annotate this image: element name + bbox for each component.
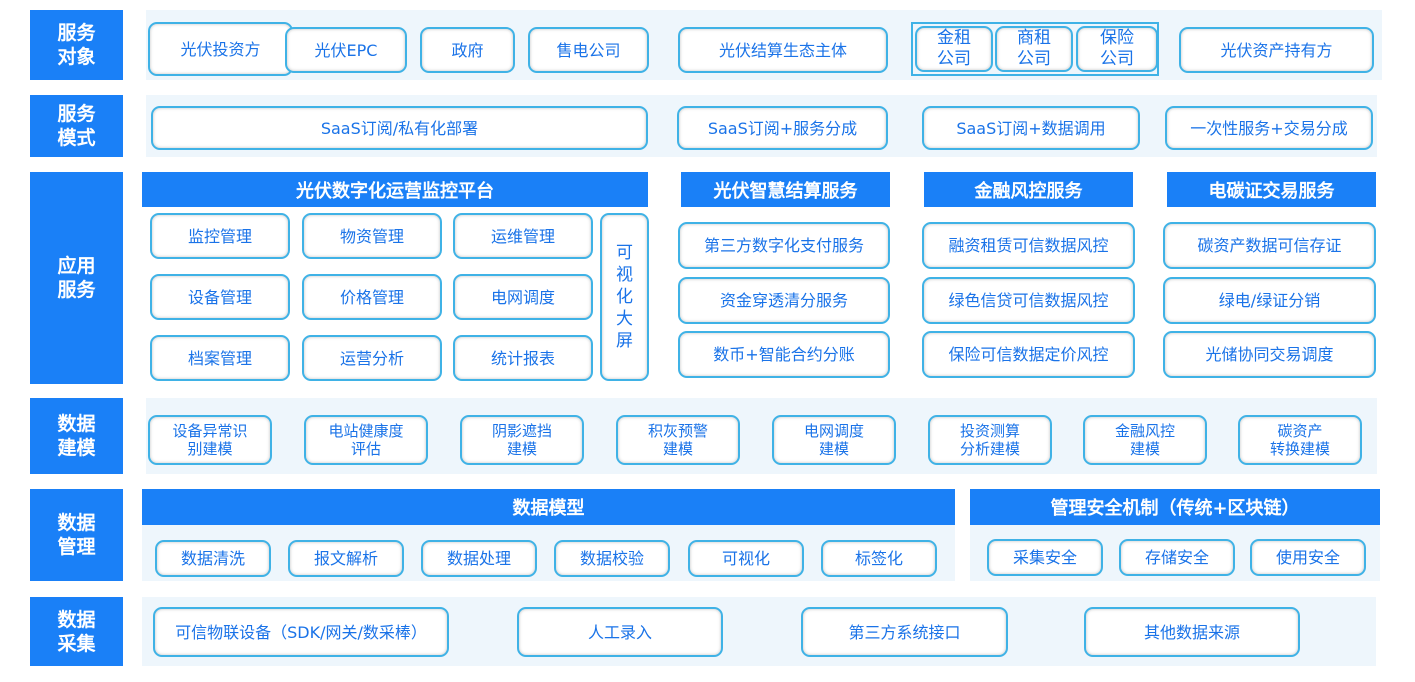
data-modeling-item: 阴影遮挡 建模	[460, 415, 584, 465]
data-modeling-item: 设备异常识 别建模	[148, 415, 272, 465]
data-model-item: 标签化	[821, 540, 937, 577]
platform-module: 运营分析	[302, 335, 442, 381]
service-target-item: 光伏投资方	[148, 22, 293, 76]
service-target-item: 光伏EPC	[285, 27, 407, 73]
service-target-item: 商租 公司	[995, 26, 1073, 72]
service-target-item: 售电公司	[528, 27, 649, 73]
platform-module: 设备管理	[150, 274, 290, 320]
data-model-item: 数据处理	[421, 540, 537, 577]
service-target-item: 光伏资产持有方	[1179, 27, 1374, 73]
app-header-finance: 金融风控服务	[924, 172, 1133, 207]
service-target-item: 金租 公司	[915, 26, 993, 72]
app-service-item-settlement: 数币+智能合约分账	[678, 331, 890, 378]
data-modeling-item: 电站健康度 评估	[304, 415, 428, 465]
row-label-app_services: 应用 服务	[30, 172, 123, 384]
app-service-item-finance: 保险可信数据定价风控	[922, 331, 1135, 378]
platform-module: 统计报表	[453, 335, 593, 381]
platform-module: 电网调度	[453, 274, 593, 320]
data-model-item: 数据校验	[554, 540, 670, 577]
app-header-carbon: 电碳证交易服务	[1167, 172, 1376, 207]
security-header: 管理安全机制（传统+区块链）	[970, 489, 1380, 525]
financial-companies-group	[911, 22, 1159, 76]
data-collection-item: 第三方系统接口	[801, 607, 1008, 657]
app-service-item-finance: 融资租赁可信数据风控	[922, 222, 1135, 269]
visual-screen-module: 可 视 化 大 屏	[600, 213, 649, 381]
service-target-item: 光伏结算生态主体	[678, 27, 888, 73]
platform-module: 监控管理	[150, 213, 290, 259]
data-model-item: 报文解析	[288, 540, 404, 577]
app-service-item-finance: 绿色信贷可信数据风控	[922, 277, 1135, 324]
platform-module: 运维管理	[453, 213, 593, 259]
service-mode-item: SaaS订阅/私有化部署	[151, 106, 648, 150]
app-service-item-carbon: 碳资产数据可信存证	[1163, 222, 1376, 269]
app-header-platform: 光伏数字化运营监控平台	[142, 172, 648, 207]
service-mode-item: SaaS订阅+服务分成	[677, 106, 888, 150]
data-model-header: 数据模型	[142, 489, 955, 525]
row-label-data_modeling: 数据 建模	[30, 398, 123, 474]
row-label-data_management: 数据 管理	[30, 489, 123, 581]
data-collection-item: 其他数据来源	[1084, 607, 1300, 657]
service-mode-item: 一次性服务+交易分成	[1165, 106, 1373, 150]
data-modeling-item: 碳资产 转换建模	[1238, 415, 1362, 465]
security-item: 采集安全	[987, 539, 1103, 576]
data-modeling-item: 投资测算 分析建模	[928, 415, 1052, 465]
platform-module: 价格管理	[302, 274, 442, 320]
data-model-item: 数据清洗	[155, 540, 271, 577]
data-modeling-item: 金融风控 建模	[1083, 415, 1207, 465]
app-service-item-carbon: 绿电/绿证分销	[1163, 277, 1376, 324]
data-modeling-item: 电网调度 建模	[772, 415, 896, 465]
app-service-item-carbon: 光储协同交易调度	[1163, 331, 1376, 378]
row-label-service_targets: 服务 对象	[30, 10, 123, 80]
service-mode-item: SaaS订阅+数据调用	[922, 106, 1140, 150]
data-collection-item: 人工录入	[517, 607, 723, 657]
service-target-item: 政府	[420, 27, 515, 73]
app-service-item-settlement: 第三方数字化支付服务	[678, 222, 890, 269]
security-item: 使用安全	[1250, 539, 1366, 576]
data-modeling-item: 积灰预警 建模	[616, 415, 740, 465]
platform-module: 档案管理	[150, 335, 290, 381]
platform-module: 物资管理	[302, 213, 442, 259]
service-target-item: 保险 公司	[1076, 26, 1158, 72]
app-header-settlement: 光伏智慧结算服务	[681, 172, 890, 207]
data-collection-item: 可信物联设备（SDK/网关/数采棒）	[153, 607, 449, 657]
row-label-service_modes: 服务 模式	[30, 95, 123, 157]
row-label-data_collection: 数据 采集	[30, 597, 123, 666]
data-model-item: 可视化	[688, 540, 804, 577]
app-service-item-settlement: 资金穿透清分服务	[678, 277, 890, 324]
security-item: 存储安全	[1119, 539, 1235, 576]
